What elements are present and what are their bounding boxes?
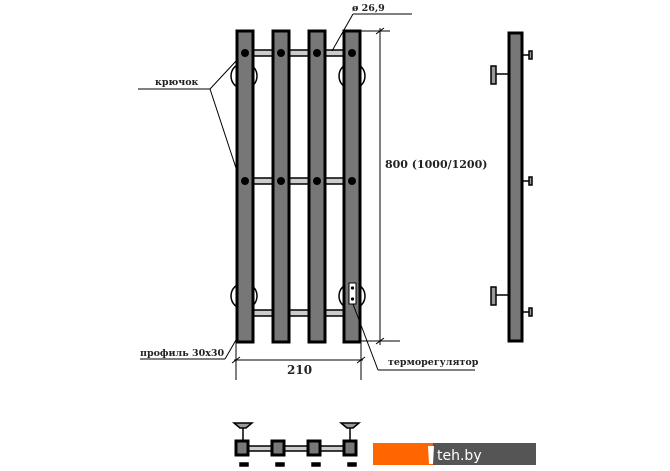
front-view [230, 29, 366, 344]
dimension-lines [138, 13, 475, 380]
vertical-bars [235, 29, 362, 344]
diameter-label: ø 26,9 [352, 3, 385, 14]
logo-text: teh.by [437, 448, 482, 464]
hook-label: крючок [155, 77, 199, 88]
thermostat-label: терморегулятор [388, 357, 479, 368]
thermostat-icon [348, 282, 357, 305]
side-view [490, 31, 533, 343]
joints [241, 49, 356, 185]
top-view [231, 422, 362, 467]
width-label: 210 [287, 363, 312, 377]
cross-tubes [244, 49, 356, 317]
height-label: 800 (1000/1200) [385, 158, 487, 171]
profile-label: профиль 30x30 [140, 348, 224, 359]
teh-by-logo: teh.by [373, 443, 536, 465]
